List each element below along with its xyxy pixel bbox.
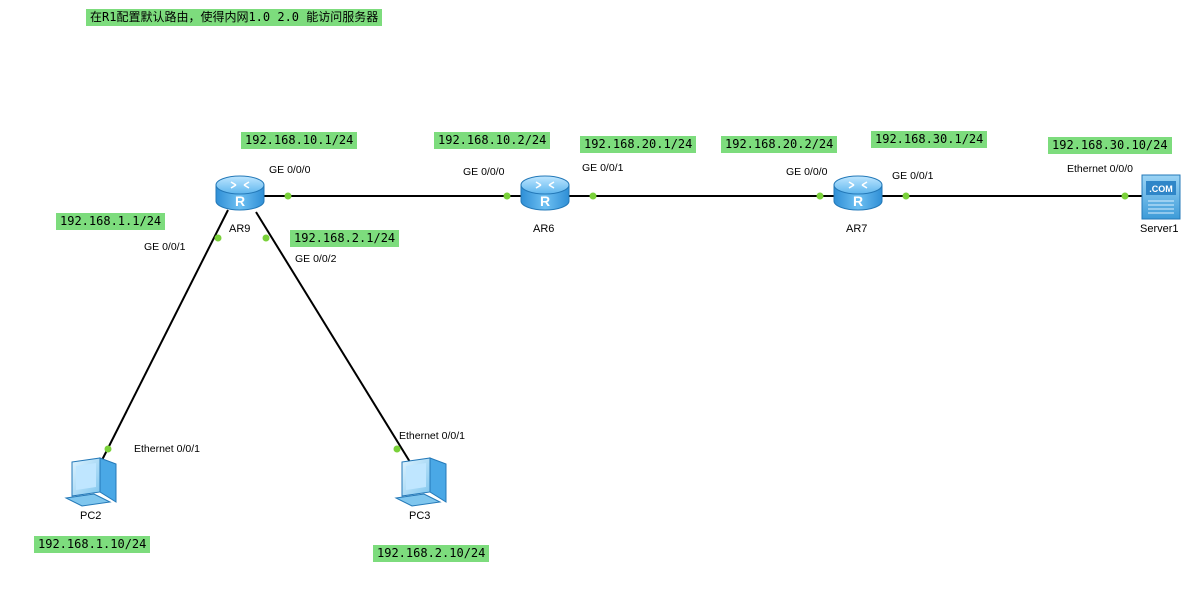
pc-icon[interactable]	[64, 457, 117, 507]
device-label-pc2: PC2	[80, 510, 102, 522]
ip-note-ar9-ge001[interactable]: 192.168.1.1/24	[56, 213, 166, 230]
router-icon[interactable]: R	[215, 175, 265, 211]
device-label-server1: Server1	[1140, 223, 1179, 235]
device-label-ar7: AR7	[846, 223, 868, 235]
port-dot-ar9-ge002	[262, 234, 270, 242]
svg-text:R: R	[540, 193, 550, 209]
port-label-ar6-ge000: GE 0/0/0	[463, 166, 505, 178]
pc-icon[interactable]	[394, 457, 447, 507]
ip-note-ar7-ge001[interactable]: 192.168.30.1/24	[871, 131, 988, 148]
port-label-pc3-eth: Ethernet 0/0/1	[399, 430, 465, 442]
ip-note-server1[interactable]: 192.168.30.10/24	[1048, 137, 1172, 154]
device-label-pc3: PC3	[409, 510, 431, 522]
ip-note-pc3[interactable]: 192.168.2.10/24	[373, 545, 490, 562]
port-label-ar9-ge001: GE 0/0/1	[144, 241, 186, 253]
port-dot-pc3-eth	[393, 445, 401, 453]
device-label-ar9: AR9	[229, 223, 251, 235]
port-dot-ar6-ge001	[589, 192, 597, 200]
svg-text:R: R	[853, 193, 863, 209]
link-ar9-pc3[interactable]	[255, 211, 411, 463]
device-label-ar6: AR6	[533, 223, 555, 235]
router-icon[interactable]: R	[833, 175, 883, 211]
port-label-ar9-ge002: GE 0/0/2	[295, 253, 337, 265]
ip-note-ar7-ge000[interactable]: 192.168.20.2/24	[721, 136, 838, 153]
port-dot-server1-eth	[1121, 192, 1129, 200]
port-dot-ar6-ge000	[503, 192, 511, 200]
server-icon[interactable]: .COM	[1141, 174, 1181, 220]
port-label-ar9-ge000: GE 0/0/0	[269, 164, 311, 176]
port-dot-pc2-eth	[104, 445, 112, 453]
ip-note-ar9-ge002[interactable]: 192.168.2.1/24	[290, 230, 400, 247]
ip-note-ar6-ge001[interactable]: 192.168.20.1/24	[580, 136, 697, 153]
port-dot-ar7-ge000	[816, 192, 824, 200]
port-label-ar6-ge001: GE 0/0/1	[582, 162, 624, 174]
port-label-ar7-ge000: GE 0/0/0	[786, 166, 828, 178]
router-icon[interactable]: R	[520, 175, 570, 211]
port-dot-ar9-ge000	[284, 192, 292, 200]
svg-text:R: R	[235, 193, 245, 209]
port-label-pc2-eth: Ethernet 0/0/1	[134, 443, 200, 455]
ip-note-ar9-ge000[interactable]: 192.168.10.1/24	[241, 132, 358, 149]
ip-note-pc2[interactable]: 192.168.1.10/24	[34, 536, 151, 553]
server-com-badge: .COM	[1149, 184, 1173, 194]
ip-note-ar6-ge000[interactable]: 192.168.10.2/24	[434, 132, 551, 149]
port-label-server1-eth: Ethernet 0/0/0	[1067, 163, 1133, 175]
topic-note[interactable]: 在R1配置默认路由，使得内网1.0 2.0 能访问服务器	[86, 9, 383, 26]
link-ar9-pc2[interactable]	[96, 209, 229, 471]
port-dot-ar7-ge001	[902, 192, 910, 200]
port-dot-ar9-ge001	[214, 234, 222, 242]
port-label-ar7-ge001: GE 0/0/1	[892, 170, 934, 182]
